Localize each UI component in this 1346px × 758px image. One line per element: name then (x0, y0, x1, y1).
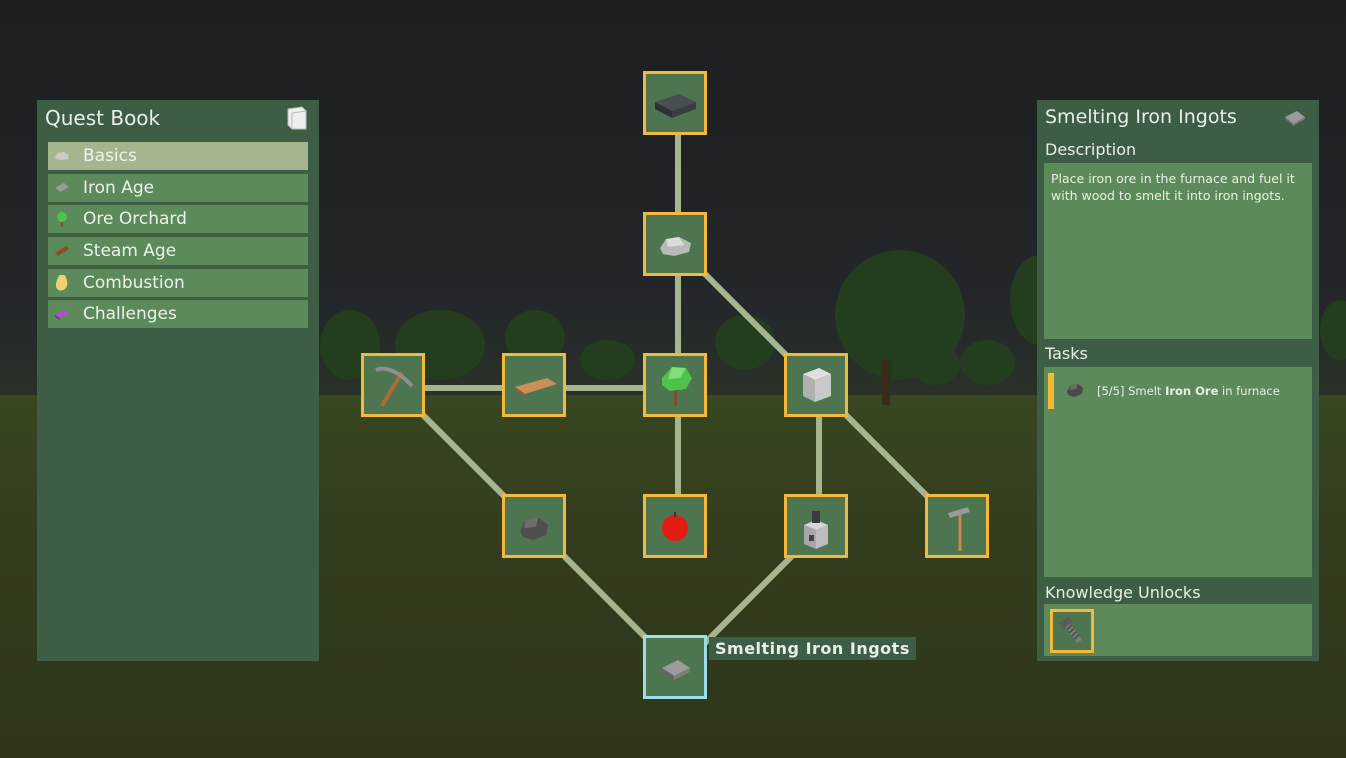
stone-block-icon (803, 368, 831, 402)
quest-node-stone-slab[interactable] (643, 71, 707, 135)
background-tree (1320, 300, 1346, 360)
quest-node-hammer[interactable] (925, 494, 989, 558)
quest-node-rock[interactable] (643, 212, 707, 276)
category-item-steam-age[interactable]: Steam Age (48, 237, 308, 266)
background-tree (960, 340, 1015, 385)
log-icon (53, 243, 71, 259)
apple-icon (662, 512, 688, 541)
category-label: Iron Age (83, 177, 155, 198)
rock-icon (53, 148, 71, 164)
task-status-bar (1048, 373, 1054, 409)
tree-icon (53, 211, 71, 228)
quest-detail-panel: Smelting Iron Ingots Description Place i… (1037, 100, 1319, 661)
quest-tooltip: Smelting Iron Ingots (709, 637, 916, 660)
unlock-slot[interactable] (1050, 609, 1094, 653)
flame-icon (53, 270, 71, 291)
iron-ingot-icon (1285, 111, 1305, 126)
unlocks-box (1044, 604, 1312, 656)
iron-ingot-icon (53, 180, 71, 196)
category-label: Ore Orchard (83, 209, 187, 230)
unlocks-heading: Knowledge Unlocks (1045, 583, 1201, 602)
category-label: Basics (83, 146, 137, 166)
category-label: Steam Age (83, 241, 177, 262)
quest-title: Smelting Iron Ingots (1045, 106, 1237, 128)
tree-trunk (882, 360, 890, 405)
category-item-combustion[interactable]: Combustion (48, 268, 308, 297)
quest-node-apple[interactable] (643, 494, 707, 558)
quest-node-tree[interactable] (643, 353, 707, 417)
task-progress: [5/5] Smelt (1097, 384, 1162, 398)
description-heading: Description (1045, 140, 1137, 159)
category-item-challenges[interactable]: Challenges (48, 300, 308, 329)
quest-node-iron-ore[interactable] (502, 494, 566, 558)
pickaxe-icon (375, 366, 414, 408)
stone-slab-icon (655, 94, 696, 118)
quest-node-stone-block[interactable] (784, 353, 848, 417)
tasks-box: [5/5] Smelt Iron Ore in furnace (1044, 367, 1312, 577)
task-suffix: in furnace (1222, 384, 1280, 398)
quest-node-furnace[interactable] (784, 494, 848, 558)
hammer-icon (948, 507, 970, 551)
background-tree (715, 315, 775, 370)
iron-ore-icon (1067, 384, 1083, 397)
category-label: Challenges (83, 304, 177, 325)
rock-icon (660, 237, 691, 256)
plank-icon (515, 378, 557, 397)
quest-book-title: Quest Book (45, 106, 161, 130)
quest-node-pickaxe[interactable] (361, 353, 425, 417)
category-label: Combustion (83, 272, 185, 293)
tree-icon (662, 367, 692, 406)
description-box: Place iron ore in the furnace and fuel i… (1044, 163, 1312, 339)
category-item-basics[interactable]: Basics (48, 142, 308, 170)
furnace-icon (804, 511, 828, 549)
bolt-icon (1059, 616, 1082, 644)
book-icon (53, 306, 71, 322)
background-tree (910, 345, 960, 385)
background-tree (580, 340, 635, 380)
iron-ingot-icon (662, 660, 690, 680)
quest-node-plank[interactable] (502, 353, 566, 417)
tasks-heading: Tasks (1045, 344, 1088, 363)
task-text: [5/5] Smelt Iron Ore in furnace (1097, 384, 1280, 398)
task-item: Iron Ore (1165, 384, 1219, 398)
description-text: Place iron ore in the furnace and fuel i… (1051, 171, 1295, 203)
iron-ore-icon (520, 517, 548, 540)
book-icon (287, 106, 307, 130)
category-item-ore-orchard[interactable]: Ore Orchard (48, 205, 308, 234)
quest-node-iron-ingot[interactable] (643, 635, 707, 699)
category-item-iron-age[interactable]: Iron Age (48, 173, 308, 202)
